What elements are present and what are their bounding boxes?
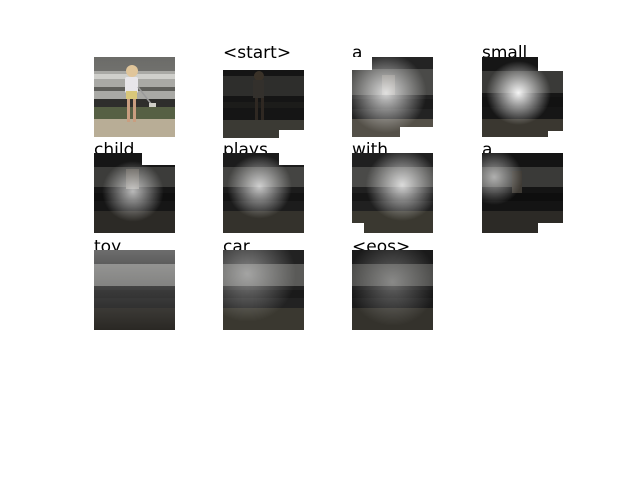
- attention-map-eos: [352, 250, 433, 330]
- original-image: [94, 57, 175, 137]
- attention-map-child: [94, 153, 175, 233]
- attention-map-car: [223, 250, 304, 330]
- attention-map-small: [482, 57, 563, 137]
- attention-map-start: [223, 70, 304, 138]
- word-label-start: <start>: [223, 42, 296, 65]
- attention-map-plays: [223, 153, 304, 233]
- attention-map-a-2: [482, 153, 563, 233]
- attention-map-a-1: [352, 57, 433, 137]
- attention-map-toy: [94, 250, 175, 330]
- attention-map-with: [352, 153, 433, 233]
- child-car-photo: [94, 57, 175, 137]
